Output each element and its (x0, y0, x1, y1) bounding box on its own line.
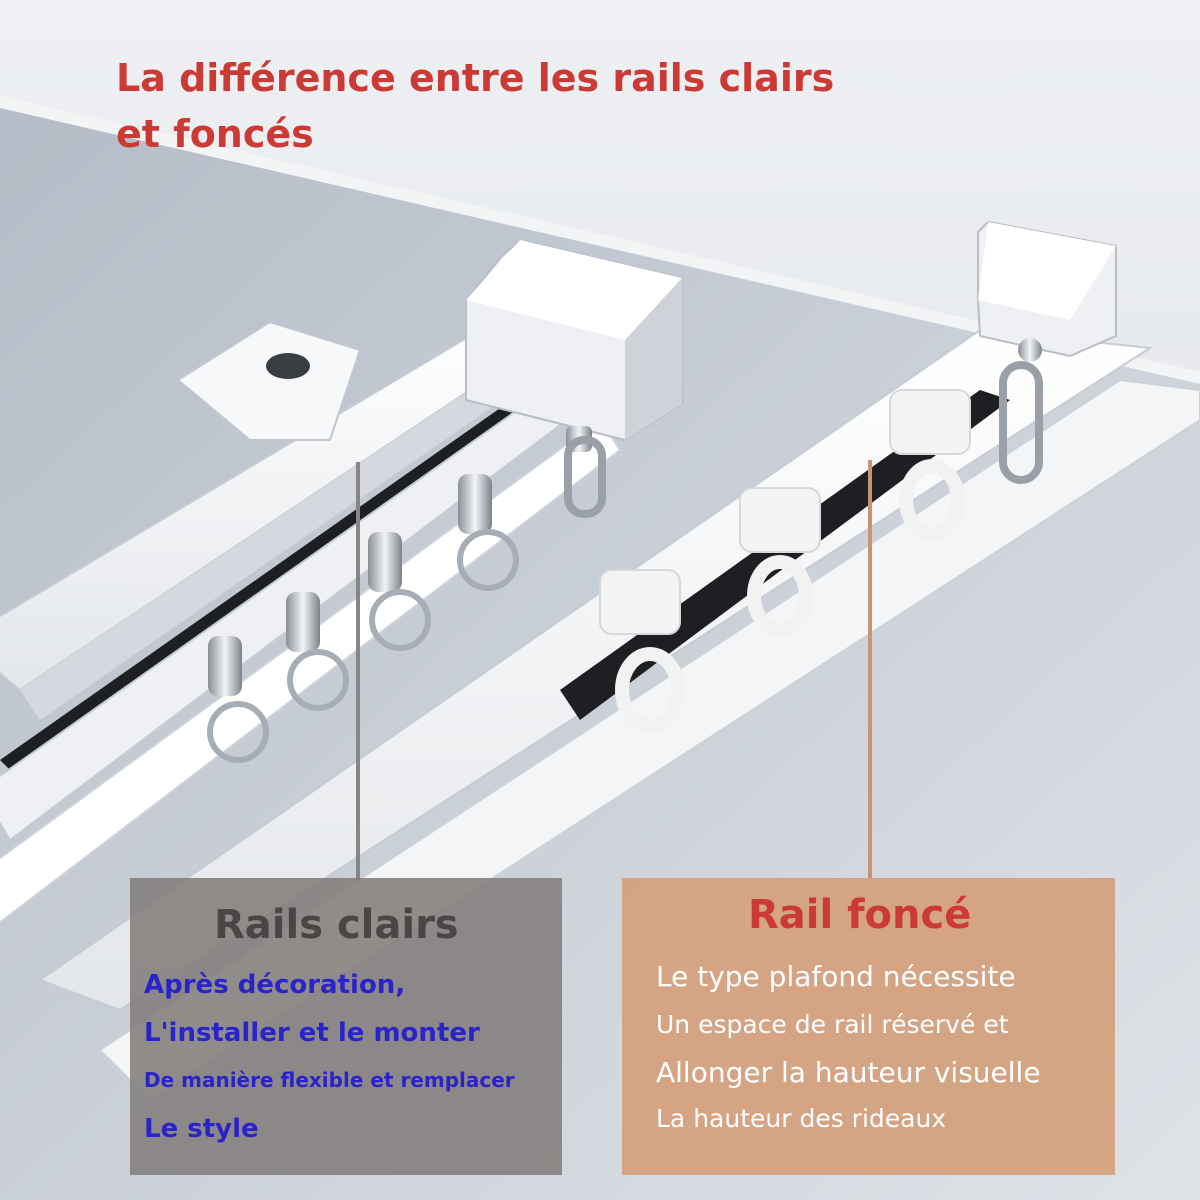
plastic-gliders (599, 389, 971, 733)
page-title: La différence entre les rails clairs et … (116, 50, 1016, 162)
light-rail (0, 316, 622, 924)
dark-rail-line-3: Allonger la hauteur visuelle (656, 1056, 1041, 1089)
wall-edge (0, 96, 1200, 384)
dark-rail-info-box: Rail foncé Le type plafond nécessite Un … (622, 878, 1115, 1175)
light-rail-line-1: Après décoration, (144, 970, 406, 1000)
title-line-1: La différence entre les rails clairs (116, 56, 835, 100)
light-rail-end-cap (465, 238, 683, 518)
dark-rail-title: Rail foncé (748, 892, 972, 938)
light-rail-info-box: Rails clairs Après décoration, L'install… (130, 878, 562, 1175)
dark-rail-line-4: La hauteur des rideaux (656, 1104, 947, 1133)
light-rail-title: Rails clairs (214, 902, 459, 948)
metal-runners (207, 474, 519, 763)
ceiling-bracket (176, 320, 362, 441)
dark-rail-end-cap (977, 220, 1117, 484)
dark-rail-line-1: Le type plafond nécessite (656, 960, 1016, 993)
light-rail-line-2: L'installer et le monter (144, 1018, 480, 1048)
title-line-2: et foncés (116, 112, 314, 156)
light-rail-line-4: Le style (144, 1114, 259, 1144)
dark-rail-line-2: Un espace de rail réservé et (656, 1010, 1009, 1039)
light-rail-line-3: De manière flexible et remplacer (144, 1068, 515, 1092)
